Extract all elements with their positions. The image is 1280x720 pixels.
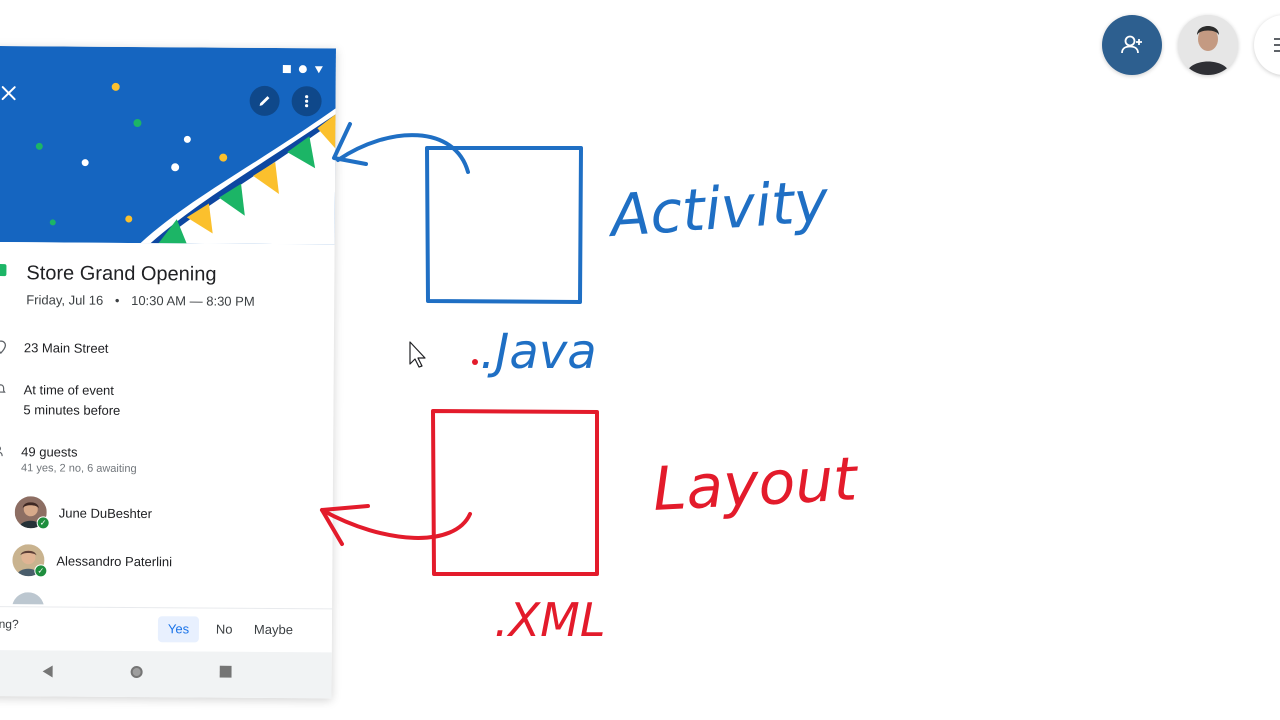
more-vert-icon — [304, 95, 309, 108]
guest-item[interactable]: ✓ June DuBeshter — [14, 496, 315, 532]
home-icon[interactable] — [130, 665, 144, 679]
rsvp-yes-button[interactable]: Yes — [157, 616, 200, 643]
calendar-color-chip — [0, 264, 7, 277]
guest-summary: 41 yes, 2 no, 6 awaiting — [21, 462, 137, 476]
guest-count: 49 guests — [21, 444, 78, 460]
event-location: 23 Main Street — [23, 340, 109, 356]
layout-box — [431, 409, 599, 576]
rsvp-no-button[interactable]: No — [215, 621, 233, 637]
rsvp-bar: ing? Yes No Maybe — [0, 605, 333, 654]
activity-label: Activity — [604, 167, 831, 250]
menu-icon — [1274, 38, 1280, 52]
xml-label: .XML — [494, 593, 605, 647]
rsvp-maybe-button[interactable]: Maybe — [253, 621, 294, 638]
activity-arrowhead — [332, 122, 368, 166]
guest-name: June DuBeshter — [58, 505, 153, 522]
reminder-row[interactable]: At time of event 5 minutes before — [0, 382, 320, 418]
edit-button[interactable] — [249, 85, 280, 117]
battery-icon — [314, 66, 323, 74]
activity-box — [425, 146, 583, 304]
event-datetime: Friday, Jul 16 • 10:30 AM — 8:30 PM — [26, 292, 255, 309]
layout-arrow — [320, 508, 472, 540]
wifi-icon — [298, 65, 307, 74]
pencil-icon — [259, 96, 270, 106]
close-icon — [1, 86, 16, 101]
event-details: Store Grand Opening Friday, Jul 16 • 10:… — [0, 242, 335, 607]
status-bar-icons — [282, 64, 324, 74]
datetime-separator: • — [114, 292, 120, 308]
mouse-cursor-icon — [409, 341, 426, 368]
bell-icon — [0, 384, 6, 393]
guests-row[interactable]: 49 guests 41 yes, 2 no, 6 awaiting — [0, 444, 319, 475]
recents-icon[interactable] — [219, 665, 232, 678]
java-label: .Java — [480, 324, 597, 380]
java-dot — [472, 359, 478, 365]
people-icon — [0, 445, 3, 457]
activity-arrow — [336, 133, 470, 174]
layout-label: Layout — [651, 444, 861, 525]
add-person-button[interactable] — [1102, 15, 1162, 75]
event-banner — [0, 46, 336, 245]
more-options-button[interactable] — [291, 86, 322, 117]
avatar — [12, 592, 45, 607]
reminder-2: 5 minutes before — [23, 402, 121, 418]
add-person-icon — [1121, 35, 1142, 54]
android-nav-bar — [0, 649, 332, 699]
menu-button[interactable] — [1254, 15, 1280, 75]
accepted-check-icon: ✓ — [36, 516, 50, 530]
back-icon[interactable] — [42, 664, 54, 678]
signal-icon — [282, 65, 291, 74]
accepted-check-icon: ✓ — [34, 564, 48, 578]
location-row[interactable]: 23 Main Street — [0, 340, 320, 356]
event-detail-screen: Store Grand Opening Friday, Jul 16 • 10:… — [0, 46, 336, 699]
user-avatar[interactable] — [1178, 15, 1238, 75]
guest-item-partial — [12, 592, 312, 607]
avatar — [1178, 15, 1238, 75]
rsvp-question: ing? — [0, 617, 19, 632]
event-time: 10:30 AM — 8:30 PM — [131, 292, 255, 309]
reminder-1: At time of event — [23, 382, 114, 398]
event-title: Store Grand Opening — [26, 262, 217, 286]
guest-name: Alessandro Paterlini — [56, 553, 173, 570]
guest-item[interactable]: ✓ Alessandro Paterlini — [12, 544, 312, 580]
close-button[interactable] — [0, 82, 20, 104]
event-date: Friday, Jul 16 — [26, 292, 104, 308]
pin-icon — [0, 340, 7, 355]
